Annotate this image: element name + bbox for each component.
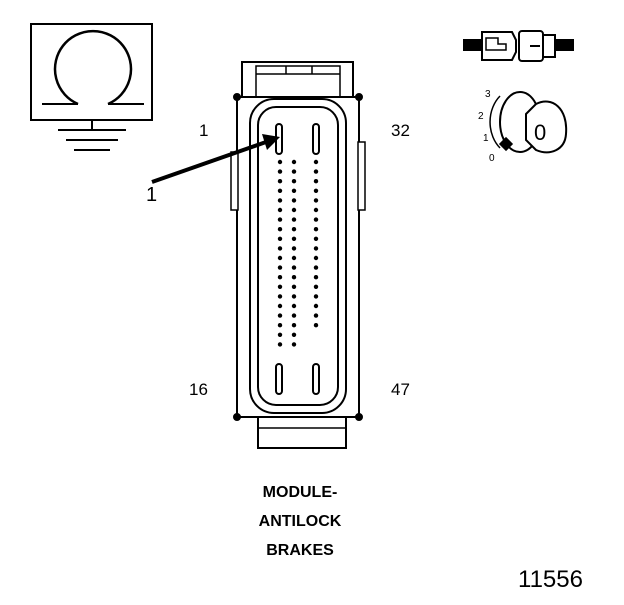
pin-label-bottom-left: 16 — [189, 380, 208, 399]
caption-line-3: BRAKES — [266, 542, 334, 559]
pin-cavity — [313, 207, 319, 213]
pin-cavity — [277, 198, 283, 203]
pin-label-top-left: 1 — [199, 121, 209, 140]
ignition-position-2: 2 — [478, 111, 484, 122]
pin-cavity — [291, 275, 297, 280]
pin-cavity — [291, 332, 297, 337]
pin-cavity — [313, 217, 319, 222]
pin-cavity — [313, 236, 319, 241]
pin-cavity — [277, 303, 283, 309]
pin-cavity — [277, 188, 283, 193]
pin-cavity — [277, 284, 283, 289]
pin-cavity — [277, 246, 283, 251]
pin-cavity — [313, 303, 319, 309]
pin-cavity — [313, 265, 319, 270]
pin-cavity — [277, 179, 283, 184]
callout-label: 1 — [146, 184, 158, 206]
pin-cavity — [291, 198, 297, 203]
pin-cavity — [291, 236, 297, 241]
pin-cavity — [277, 169, 283, 174]
pin-cavity — [313, 188, 319, 193]
pin-cavity — [313, 284, 319, 289]
pin-cavity — [313, 227, 319, 232]
pin-cavity — [277, 217, 283, 222]
ignition-position-1: 1 — [483, 133, 489, 144]
pin-cavity — [277, 342, 283, 347]
pin-cavity — [313, 323, 319, 328]
pin-cavity — [313, 169, 319, 174]
pin-cavity — [291, 303, 297, 309]
pin-cavity — [277, 207, 283, 213]
connector-icon — [463, 30, 574, 62]
pin-cavity — [291, 255, 297, 261]
pin-cavity — [313, 246, 319, 251]
pin-cavity — [277, 332, 283, 337]
pin-cavity — [291, 313, 297, 318]
ignition-key-icon — [489, 91, 568, 154]
pin-cavity — [291, 159, 297, 165]
pin-cavity — [313, 255, 319, 261]
pin-cavity — [291, 246, 297, 251]
pin-cavity — [291, 265, 297, 270]
ignition-position-0: 0 — [489, 153, 495, 164]
pin-cavity — [277, 265, 283, 270]
pin-cavity — [277, 294, 283, 299]
pin-label-bottom-right: 47 — [391, 380, 410, 399]
pin-cavity — [291, 227, 297, 232]
figure-number: 11556 — [518, 566, 583, 593]
pin-cavity — [313, 198, 319, 203]
pin-cavity — [277, 275, 283, 280]
pin-cavity — [291, 169, 297, 174]
caption-line-2: ANTILOCK — [258, 513, 342, 530]
pin-cavity — [291, 188, 297, 193]
pin-cavities — [277, 159, 319, 347]
pin-cavity — [313, 313, 319, 318]
callout-arrow — [151, 134, 280, 184]
pin-cavity — [291, 284, 297, 289]
pin-cavity — [277, 227, 283, 232]
pin-cavity — [277, 236, 283, 241]
pin-cavity — [313, 159, 319, 165]
pin-cavity — [291, 323, 297, 328]
pin-cavity — [277, 313, 283, 318]
pin-cavity — [291, 207, 297, 213]
module-connector — [230, 61, 366, 449]
key-symbol: 0 — [534, 120, 546, 145]
ignition-position-3: 3 — [485, 89, 491, 100]
pin-cavity — [277, 255, 283, 261]
pin-cavity — [277, 159, 283, 165]
pin-cavity — [291, 217, 297, 222]
pin-label-top-right: 32 — [391, 121, 410, 140]
pin-cavity — [291, 342, 297, 347]
pin-cavity — [313, 294, 319, 299]
pin-cavity — [291, 294, 297, 299]
caption-line-1: MODULE- — [262, 484, 338, 501]
pin-cavity — [313, 275, 319, 280]
pin-cavity — [277, 323, 283, 328]
pin-cavity — [291, 179, 297, 184]
pin-cavity — [313, 179, 319, 184]
ohmmeter-icon — [30, 23, 153, 151]
